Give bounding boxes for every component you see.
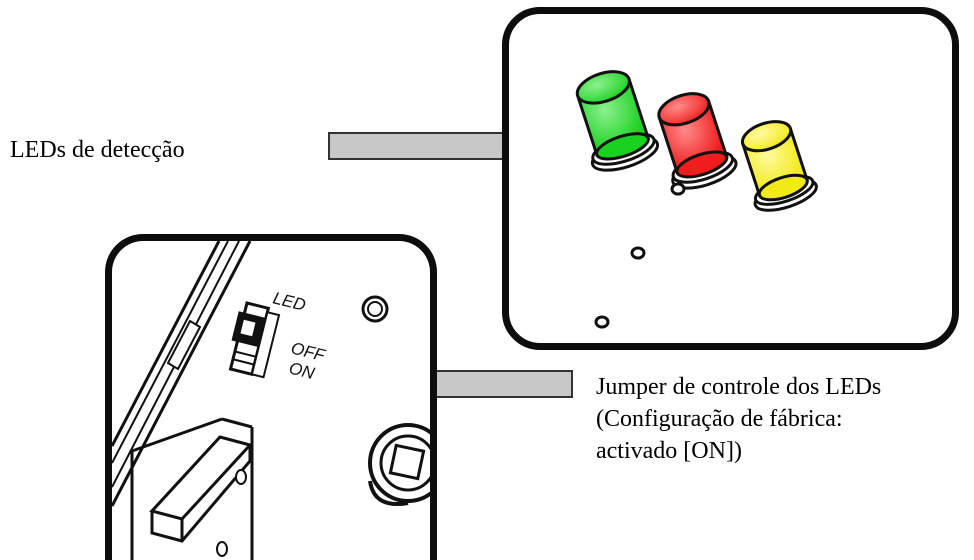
leds-panel [502, 7, 959, 350]
leds-detection-label: LEDs de detecção [10, 137, 185, 163]
green-led [575, 70, 660, 172]
jumper-illustration: LED OFF ON [112, 241, 430, 560]
round-connector [368, 423, 430, 506]
jumper-label-line-1: Jumper de controle dos LEDs [596, 374, 882, 400]
switch-component [130, 417, 254, 560]
screw-hole [361, 295, 389, 323]
red-led [657, 92, 738, 190]
jumper-panel: LED OFF ON [105, 234, 437, 560]
jumper-label-line-2: (Configuração de fábrica: [596, 406, 843, 432]
leds-illustration [575, 70, 818, 329]
yellow-led [740, 120, 818, 212]
jumper-label-line-3: activado [ON]) [596, 438, 742, 464]
jumper-control-label: Jumper de controle dos LEDs (Configuraçã… [596, 371, 881, 467]
jumper-header [228, 301, 281, 379]
board-edge [112, 241, 252, 507]
pcb-hole [594, 315, 610, 329]
pcb-hole [630, 246, 646, 260]
pcb-hole [670, 182, 686, 196]
jumper-marking-led: LED [271, 288, 308, 314]
